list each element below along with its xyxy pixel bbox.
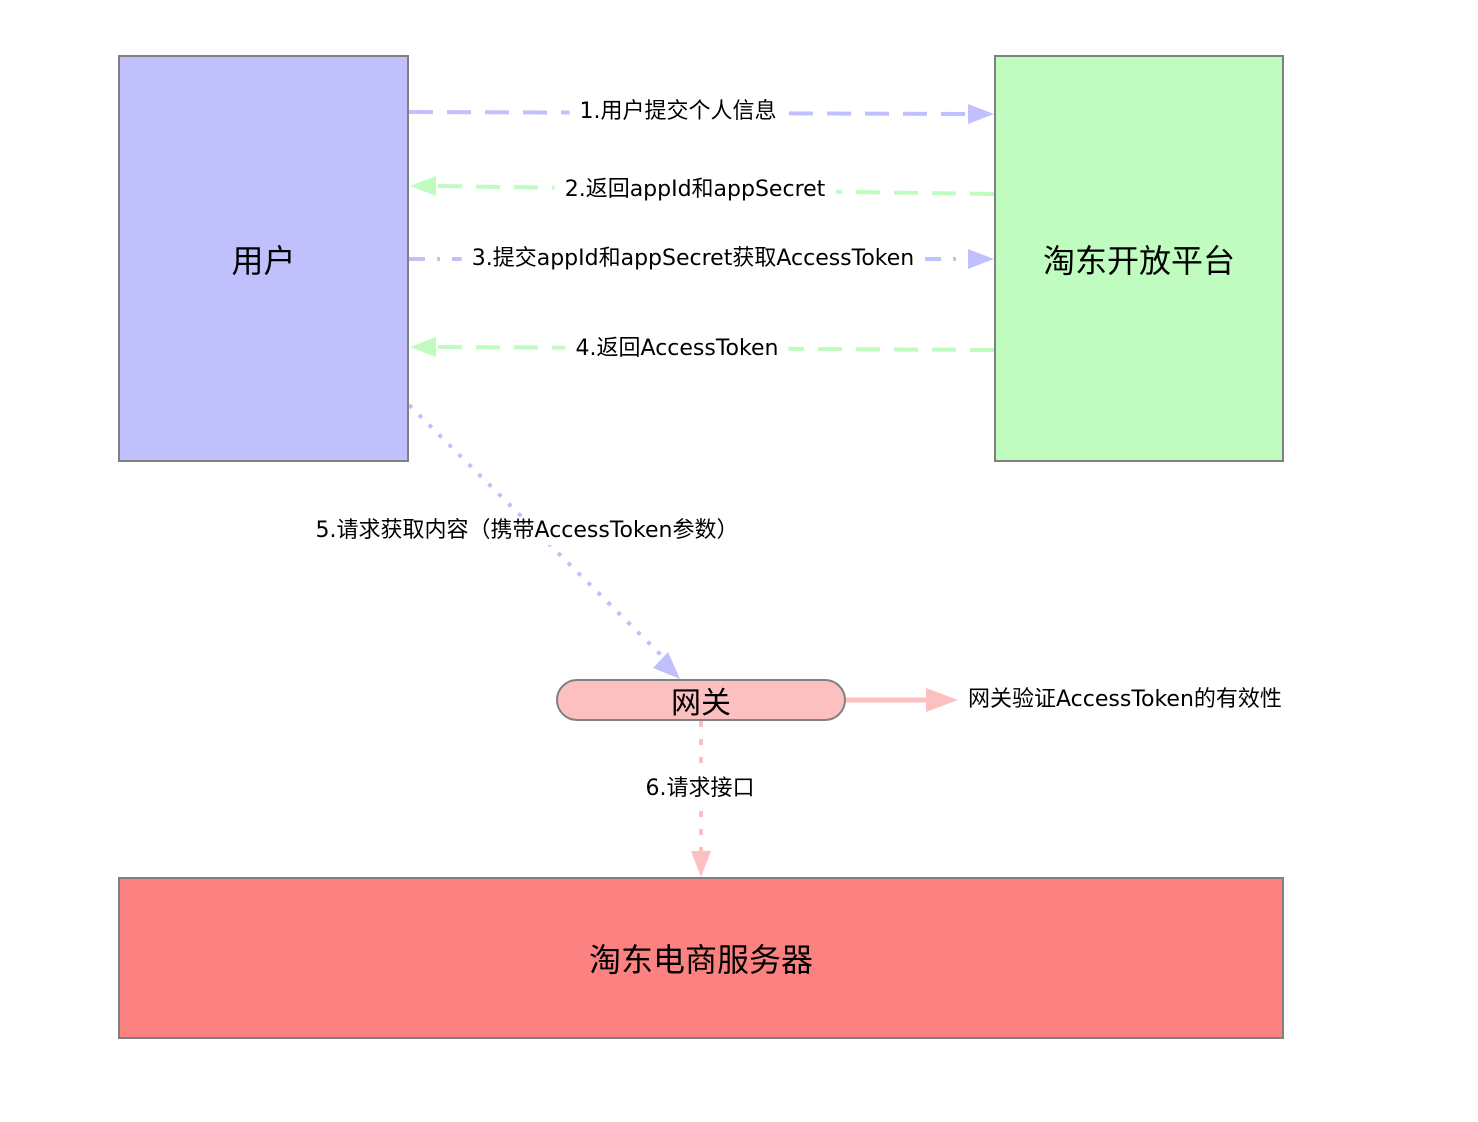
edge-2-label: 2.返回appId和appSecret <box>554 176 836 204</box>
edge-1-label: 1.用户提交个人信息 <box>569 98 787 126</box>
edge-3-label: 3.提交appId和appSecret获取AccessToken <box>461 245 925 273</box>
edge-5-line <box>407 403 666 660</box>
edge-6-label: 6.请求接口 <box>635 775 765 803</box>
edge-6-arrowhead <box>691 851 711 877</box>
edge-2-arrowhead <box>410 176 436 196</box>
gateway-node: 网关 <box>556 679 846 721</box>
edge-5-arrowhead <box>653 652 680 679</box>
server-node-label: 淘东电商服务器 <box>588 941 813 979</box>
gateway-note: 网关验证AccessToken的有效性 <box>968 687 1282 712</box>
gateway-note-arrowhead <box>926 688 958 712</box>
user-node-label: 用户 <box>231 241 296 280</box>
edge-4-arrowhead <box>410 337 436 357</box>
platform-node-label: 淘东开放平台 <box>1042 241 1235 280</box>
edge-1-arrowhead <box>968 104 994 124</box>
edge-3-arrowhead <box>968 249 994 269</box>
edge-4-label: 4.返回AccessToken <box>565 335 789 363</box>
server-node: 淘东电商服务器 <box>118 877 1284 1039</box>
user-node: 用户 <box>118 55 409 462</box>
platform-node: 淘东开放平台 <box>994 55 1284 462</box>
gateway-node-label: 网关 <box>671 686 731 721</box>
edge-5-label: 5.请求获取内容（携带AccessToken参数） <box>305 517 749 545</box>
